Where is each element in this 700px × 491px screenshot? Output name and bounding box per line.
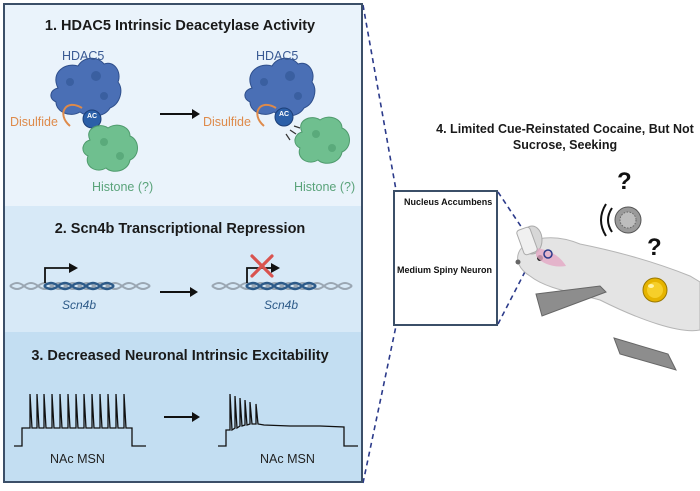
trace-label-right: NAc MSN: [260, 452, 315, 466]
hdac5-label-left: HDAC5: [62, 49, 105, 63]
gene-label-left: Scn4b: [62, 298, 97, 312]
disulfide-link-left: [62, 103, 83, 127]
histone-label-right: Histone (?): [294, 180, 356, 194]
panel-excitability: [3, 332, 363, 483]
trace-right: [218, 393, 358, 447]
panels-frame: [3, 3, 363, 483]
gene-label-right: Scn4b: [264, 298, 299, 312]
lever-upper: [535, 285, 607, 317]
rat-figure: [515, 225, 700, 332]
cue-light-icon: [642, 277, 668, 303]
acetyl-label-left: AC: [86, 113, 98, 120]
histone-protein-right: [294, 116, 350, 164]
inset-title-msn: Medium Spiny Neuron: [397, 265, 493, 275]
trace-left: [14, 393, 146, 447]
trace-label-left: NAc MSN: [50, 452, 105, 466]
histone-protein-left: [82, 124, 138, 172]
panel3-title: 3. Decreased Neuronal Intrinsic Excitabi…: [31, 348, 329, 364]
hdac5-protein-right: [244, 57, 316, 117]
acetyl-badge-right: [274, 107, 294, 127]
acetyl-label-right: AC: [278, 111, 290, 118]
dna-right: [211, 263, 353, 291]
panel1-title: 1. HDAC5 Intrinsic Deacetylase Activity: [44, 18, 316, 34]
disulfide-label-left: Disulfide: [10, 115, 58, 129]
panel-scn4b-repression: [3, 206, 363, 332]
histone-label-left: Histone (?): [92, 180, 154, 194]
arrow-panel2: [160, 287, 198, 297]
dna-left: [9, 263, 151, 291]
inset-title-nucleus-accumbens: Nucleus Accumbens: [404, 197, 493, 207]
panel4-title: 4. Limited Cue-Reinstated Cocaine, But N…: [436, 122, 694, 152]
question-mark-speaker: ?: [617, 168, 632, 195]
hdac5-protein-left: [50, 57, 122, 117]
arrow-panel1: [160, 109, 200, 119]
release-lines: [285, 125, 301, 141]
disulfide-label-right: Disulfide: [203, 115, 251, 129]
speaker-icon: [600, 203, 642, 237]
disulfide-link-right: [256, 103, 277, 127]
inset-box: [393, 190, 498, 326]
panel2-title: 2. Scn4b Transcriptional Repression: [54, 221, 306, 237]
hdac5-label-right: HDAC5: [256, 49, 299, 63]
repression-x-icon: [250, 254, 274, 278]
arrow-panel3: [164, 412, 200, 422]
question-mark-light: ?: [647, 234, 662, 261]
lever-lower: [613, 337, 677, 371]
